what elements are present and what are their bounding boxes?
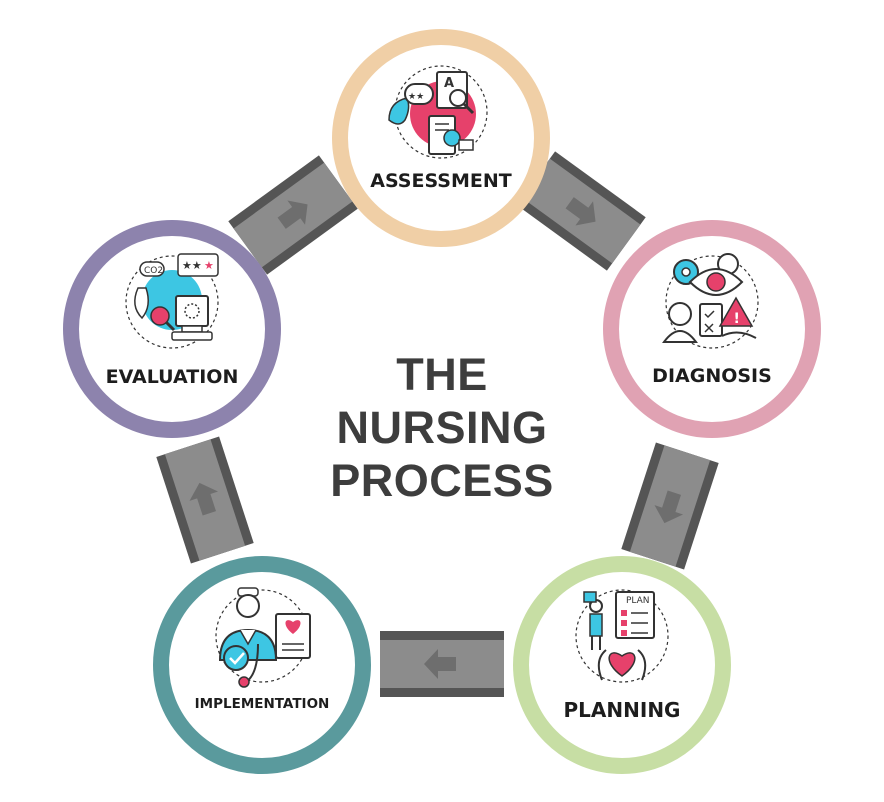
label-planning: PLANNING	[563, 698, 681, 722]
diagram-title: THE NURSING PROCESS	[292, 348, 592, 507]
plan-tag: PLAN	[626, 596, 650, 606]
label-diagnosis: DIAGNOSIS	[652, 365, 772, 387]
title-line-3: PROCESS	[330, 455, 554, 506]
connector-implementation-evaluation	[156, 436, 254, 564]
ring-implementation	[153, 556, 371, 774]
svg-text:★★: ★★	[182, 259, 202, 272]
connector-assessment-diagnosis	[516, 151, 646, 271]
connector-planning-implementation	[380, 631, 504, 697]
label-evaluation: EVALUATION	[105, 366, 239, 388]
assessment-clipboard-icon: A ★★	[388, 65, 488, 159]
svg-text:!: !	[734, 311, 740, 327]
label-assessment: ASSESSMENT	[370, 170, 512, 192]
connector-evaluation-assessment	[228, 155, 358, 275]
co2-tag: CO2	[144, 266, 163, 276]
label-implementation: IMPLEMENTATION	[194, 696, 330, 712]
title-line-2: NURSING	[336, 402, 548, 453]
care-plan-icon: PLAN	[575, 589, 669, 683]
evaluation-monitor-icon: CO2 ★★ ★	[125, 253, 219, 349]
connector-diagnosis-planning	[621, 442, 719, 570]
svg-text:A: A	[444, 76, 454, 91]
nurse-caregiver-icon	[215, 587, 311, 688]
diagnosis-gears-icon: !	[662, 253, 759, 349]
title-line-1: THE	[396, 349, 488, 400]
svg-text:★: ★	[204, 259, 214, 272]
svg-text:★★: ★★	[408, 92, 424, 102]
